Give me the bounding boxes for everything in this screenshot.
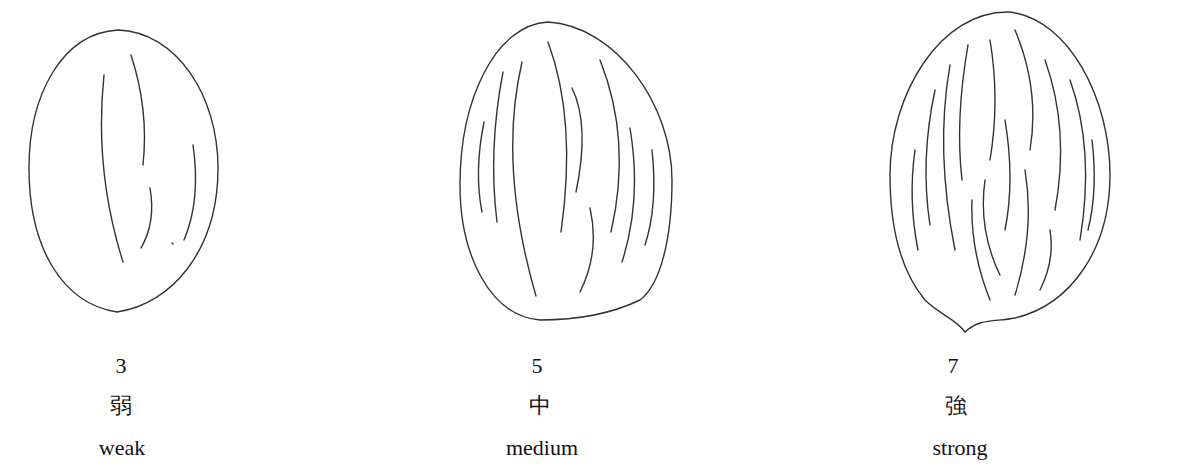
seed-stripe	[1088, 140, 1094, 230]
grade-number: 7	[948, 354, 959, 378]
seed-stripe	[972, 200, 990, 300]
seed-stripe	[572, 88, 582, 192]
seed-stripe	[990, 40, 995, 160]
seed-stripe	[478, 122, 484, 212]
seed-stripe	[983, 180, 1000, 275]
grade-mark: 強	[945, 394, 967, 418]
grade-word: strong	[933, 436, 988, 460]
seed-stripe	[548, 42, 567, 232]
seed-weak	[29, 30, 218, 312]
grade-mark: 中	[529, 394, 551, 418]
seed-stripe	[1070, 80, 1086, 240]
seed-medium	[460, 22, 672, 320]
seed-stripe	[645, 150, 654, 245]
grade-number: 5	[532, 354, 543, 378]
seed-stripe	[1015, 30, 1033, 150]
seed-stripe	[494, 72, 503, 222]
grade-mark: 弱	[110, 394, 132, 418]
seed-outline	[460, 22, 672, 320]
seed-stripe	[1015, 170, 1028, 295]
seed-stripe	[101, 75, 123, 262]
seed-stripe	[131, 55, 145, 165]
seed-stripe	[1040, 230, 1051, 290]
seed-stripe	[926, 90, 935, 225]
seed-stripe	[600, 60, 619, 232]
seed-stripe	[1045, 60, 1061, 210]
grade-number: 3	[116, 354, 127, 378]
seed-stripe	[172, 243, 173, 244]
seed-stripe	[912, 150, 918, 250]
seed-strong	[890, 12, 1110, 332]
seed-stripe	[141, 188, 152, 248]
seed-outline	[29, 30, 218, 312]
seed-stripe	[513, 62, 536, 296]
seed-stripe	[580, 208, 593, 292]
seed-stripe	[622, 128, 635, 262]
grade-word: weak	[99, 436, 145, 460]
seed-stripe	[1005, 120, 1010, 230]
seed-outline	[890, 12, 1110, 332]
seed-stripe	[944, 65, 955, 250]
grade-word: medium	[506, 436, 578, 460]
seed-stripe	[960, 45, 968, 180]
seed-stripe	[184, 145, 196, 240]
